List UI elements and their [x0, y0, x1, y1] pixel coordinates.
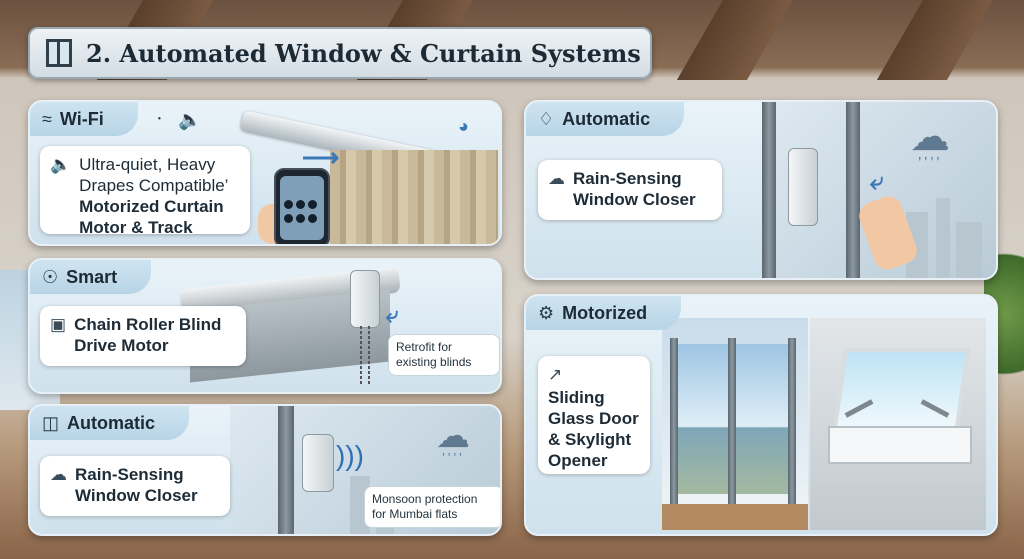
curved-arrow-icon: ⤶: [386, 302, 399, 327]
product-card: ☁ Rain-Sensing Window Closer: [40, 456, 230, 516]
ceiling-beam: [876, 0, 994, 80]
rain-cloud-icon: ☁: [50, 465, 67, 484]
sliding-door-illustration: [662, 318, 808, 530]
bluetooth-icon: ᛫: [154, 110, 165, 130]
window-frame: [846, 102, 860, 278]
raindrops-icon: ’’’’: [918, 154, 943, 171]
panel-tag: ◫ Automatic: [30, 406, 190, 440]
tag-label: Automatic: [562, 108, 651, 129]
wifi-signal-icon: ◕: [458, 116, 469, 136]
ceiling-beam: [676, 0, 794, 80]
chart-icon: ↗: [548, 365, 563, 384]
speaker-icon: 🔈: [50, 155, 72, 174]
product-card: ▣ Chain Roller Blind Drive Motor: [40, 306, 246, 366]
rain-sensor-device: [302, 434, 334, 492]
tag-label: Smart: [66, 266, 118, 287]
panel-tag: ♢ Automatic: [526, 102, 685, 136]
rain-cloud-icon: ☁: [910, 115, 950, 159]
note-callout: Retrofit for existing blinds: [388, 334, 500, 376]
curtain-fabric: [330, 150, 498, 244]
arrow-icon: ⟶: [302, 142, 340, 172]
window-frame: [278, 406, 294, 534]
city-skyline: [906, 212, 928, 278]
blind-icon: ▣: [50, 315, 67, 334]
city-skyline: [936, 198, 950, 278]
bead-chain: [360, 326, 362, 386]
product-card: ↗ Sliding Glass Door & Skylight Opener: [538, 356, 650, 474]
curved-arrow-icon: ⤶: [870, 168, 884, 195]
bell-icon: ♢: [538, 108, 555, 129]
panel-tag: ≈ Wi-Fi: [30, 102, 138, 136]
smartphone: [274, 168, 330, 244]
note-callout: Monsoon protection for Mumbai flats: [364, 486, 500, 528]
product-description: Rain-Sensing Window Closer: [573, 169, 696, 209]
city-skyline: [956, 222, 982, 278]
rain-cloud-icon: ☁: [548, 169, 565, 188]
panel-curtain-motor: ≈ Wi-Fi ᛫ 🔈 🔈 Ultra-quiet, Heavy Drapes …: [28, 100, 502, 246]
product-description: Sliding Glass Door & Skylight Opener: [548, 388, 639, 470]
tag-label: Motorized: [562, 302, 648, 323]
panel-tag: ⚙ Motorized: [526, 296, 682, 330]
product-description: Chain Roller Blind Drive Motor: [74, 315, 222, 355]
rain-sensor-device: [788, 148, 818, 226]
blind-motor: [350, 270, 380, 328]
skylight-illustration: [810, 318, 986, 530]
page-title: 2. Automated Window & Curtain Systems: [86, 38, 641, 68]
gears-icon: ⚙: [538, 302, 555, 323]
window-icon: ◫: [42, 412, 60, 433]
product-card: ☁ Rain-Sensing Window Closer: [538, 160, 722, 220]
speaker-icon: 🔈: [178, 110, 202, 131]
product-description: Rain-Sensing Window Closer: [75, 465, 198, 505]
rain-cloud-icon: ☁: [436, 417, 470, 455]
window-frame: [762, 102, 776, 278]
signal-icon: ))): [336, 440, 364, 471]
lightbulb-icon: ☉: [42, 266, 59, 287]
panel-roller-blind: ☉ Smart ▣ Chain Roller Blind Drive Motor…: [28, 258, 502, 394]
bead-chain: [368, 326, 370, 386]
wifi-icon: ≈: [42, 108, 52, 129]
product-card: 🔈 Ultra-quiet, Heavy Drapes Compatible’ …: [40, 146, 250, 237]
panel-sliding-door: ⚙ Motorized ↗ Sliding Glass Door & Skyli…: [524, 294, 998, 536]
window-icon: [46, 39, 72, 67]
panel-rain-closer-bottom: ))) ◫ Automatic ☁ ’’’’ ☁ Rain-Sensing Wi…: [28, 404, 502, 536]
product-description: Ultra-quiet, Heavy Drapes Compatible’ Mo…: [79, 155, 229, 237]
tag-label: Wi-Fi: [59, 108, 104, 129]
tag-label: Automatic: [67, 412, 156, 433]
page-header: 2. Automated Window & Curtain Systems: [28, 27, 652, 79]
raindrops-icon: ’’’’: [442, 450, 465, 465]
panel-rain-closer-top: ⤶ ☁ ’’’’ ♢ Automatic ☁ Rain-Sensing Wind…: [524, 100, 998, 280]
panel-tag: ☉ Smart: [30, 260, 152, 294]
